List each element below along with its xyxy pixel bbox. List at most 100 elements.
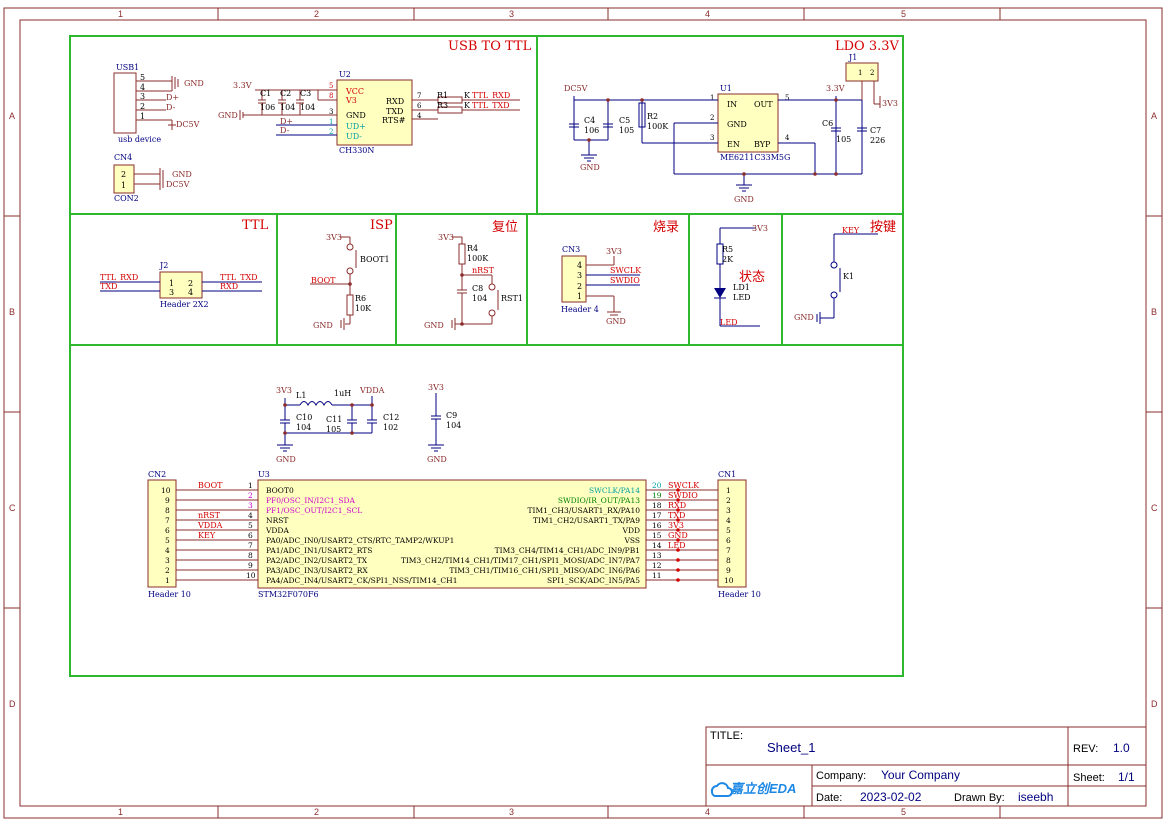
title-block-text: TITLE: Sheet_1 REV: 1.0 Company: Your Co… [710,730,1135,804]
ldo-gnd-left: GND [580,163,600,172]
ch330-net-dminus: D- [280,126,290,135]
cn4-net-dc5v: DC5V [166,180,190,189]
mcu-rnum-13: 13 [652,551,662,560]
mcu-lpin-6: PA1/ADC_IN1/USART2_RTS [266,546,372,555]
tb-rev: 1.0 [1113,741,1130,755]
ttl-net-rxd: RXD [220,282,238,291]
reset-r: R4 [467,244,478,253]
ruler-labels: 1 2 3 4 5 1 2 3 4 5 A B C D A B C D [9,9,1158,817]
mcu-lnum-2: 2 [248,491,253,500]
usb-net-dc5v: DC5V [176,120,200,129]
title-usb-to-ttl: USB TO TTL [448,39,532,54]
mcu-rnet-swclk: SWCLK [668,481,700,490]
ruler-row-c-right: C [1151,503,1158,513]
mcu-rnum-20: 20 [652,481,662,490]
tb-date: 2023-02-02 [860,790,922,804]
ch330-num-1: 1 [329,118,333,126]
pwr-gnd-2: GND [427,455,447,464]
ldo-c5: C5 [619,116,630,125]
mcu-rpin-8: TIM3_CH1/TIM16_CH1/SPI1_MISO/ADC_IN6/PA6 [449,566,640,575]
cn2-header: CN2 Header 10 10 9 8 7 6 5 4 3 2 1 [147,470,191,599]
mcu-rpin-0: SWCLK/PA14 [589,486,640,495]
isp-net: BOOT [311,276,336,285]
ldo-in-net: DC5V [564,84,588,93]
isp-r: R6 [355,294,366,303]
ldo-pin-out: OUT [754,100,773,109]
mcu-ref: U3 [258,470,270,479]
title-status: 状态 [739,270,765,285]
mcu-lnum-5: 5 [248,521,253,530]
ldo-r2-val: 100K [647,122,669,131]
cn1-pin-1: 1 [726,486,731,495]
ch330-pin-gnd: GND [346,111,366,120]
mcu-rpin-4: VDD [622,526,640,535]
title-reset: 复位 [492,220,518,235]
mcu-rnum-16: 16 [652,521,662,530]
ch330-pin-rts: RTS# [382,116,406,125]
mcu-lpin-0: BOOT0 [266,486,294,495]
cn4-ref: CN4 [114,153,132,162]
mcu-rnet-3v3: 3V3 [668,521,684,530]
ldo-num-3: 3 [710,134,714,142]
ch330-pin-v3: V3 [345,96,357,105]
mcu-lpin-9: PA4/ADC_IN4/USART2_CK/SPI1_NSS/TIM14_CH1 [266,576,458,585]
ch330-pin-rxd: RXD [386,97,404,106]
ttl-block: J2 Header 2X2 1 2 3 4 TTL_RXD TXD TTL_TX… [100,261,262,309]
mcu-block: U3 STM32F070F6 BOOT0 PF0/OSC_IN/I2C1_SDA… [176,470,718,599]
pwr-c10-val: 104 [296,423,311,432]
reset-c: C8 [472,284,483,293]
ch330-c1-val: 106 [260,103,275,112]
tb-sheet-label: Sheet: [1073,772,1105,784]
led-r-val: 2K [722,255,734,264]
mcu-rnet-rxd: RXD [668,501,686,510]
title-key: 按键 [870,220,896,235]
cn1-ref: CN1 [718,470,736,479]
ch330-num-8: 8 [329,92,333,100]
mcu-rnet-gnd: GND [668,531,688,540]
cloud-icon [710,782,733,797]
ch330-num-4: 4 [417,112,422,120]
cn2-pin-9: 9 [165,496,170,505]
ch330-k2: K [464,101,471,110]
pwr-rail-2: 3V3 [428,383,444,392]
ch330-pin-vcc: VCC [345,87,364,96]
j1-pin-1: 1 [858,69,862,77]
reset-rail: 3V3 [438,233,454,242]
cn1-pin-5: 5 [726,526,731,535]
ldo-block: U1 ME6211C33M5G IN GND EN OUT BYP 1 2 3 … [564,53,898,204]
usb-pin-1: 1 [140,112,145,121]
mcu-rpin-2: TIM1_CH3/USART1_RX/PA10 [528,506,641,515]
cn2-pin-2: 2 [165,566,170,575]
mcu-lnum-4: 4 [248,511,253,520]
mcu-rpin-6: TIM3_CH4/TIM14_CH1/ADC_IN9/PB1 [495,546,640,555]
ch330-num-5: 5 [329,82,333,90]
key-gnd: GND [794,313,814,322]
ldo-out-net: 3.3V [826,84,845,93]
ch330-num-7: 7 [417,92,421,100]
mcu-rpin-7: TIM3_CH2/TIM14_CH1/TIM17_CH1/SPI1_MOSI/A… [401,556,640,565]
ch330-num-2: 2 [329,128,333,136]
pwr-l-val: 1uH [334,389,351,398]
ch330-c3: C3 [300,89,311,98]
ttl-net-ttl-rxd: TTL_RXD [100,273,138,282]
mcu-lnet-nrst: nRST [198,511,221,520]
led-r: R5 [722,245,733,254]
title-ldo: LDO 3.3V [835,39,900,54]
cn3-ref: CN3 [562,245,580,254]
mcu-lnet-vdda: VDDA [197,521,223,530]
usb-pin-5: 5 [140,73,145,82]
mcu-lpin-5: PA0/ADC_IN0/USART2_CTS/RTC_TAMP2/WKUP1 [266,536,454,545]
eda-logo-text: 嘉立创EDA [729,781,796,796]
ch330-ref: U2 [339,70,351,79]
cn1-pin-7: 7 [726,546,731,555]
ruler-col-5-bot: 5 [901,807,906,817]
isp-r-val: 10K [355,304,372,313]
cn1-pin-6: 6 [726,536,731,545]
pwr-c12: C12 [383,413,399,422]
ldo-r2: R2 [647,112,658,121]
led-net: LED [720,318,738,327]
ttl-ref: J2 [159,261,168,270]
ldo-gnd-bottom: GND [734,195,754,204]
cn1-pin-8: 8 [726,556,731,565]
reset-c-val: 104 [472,294,487,303]
